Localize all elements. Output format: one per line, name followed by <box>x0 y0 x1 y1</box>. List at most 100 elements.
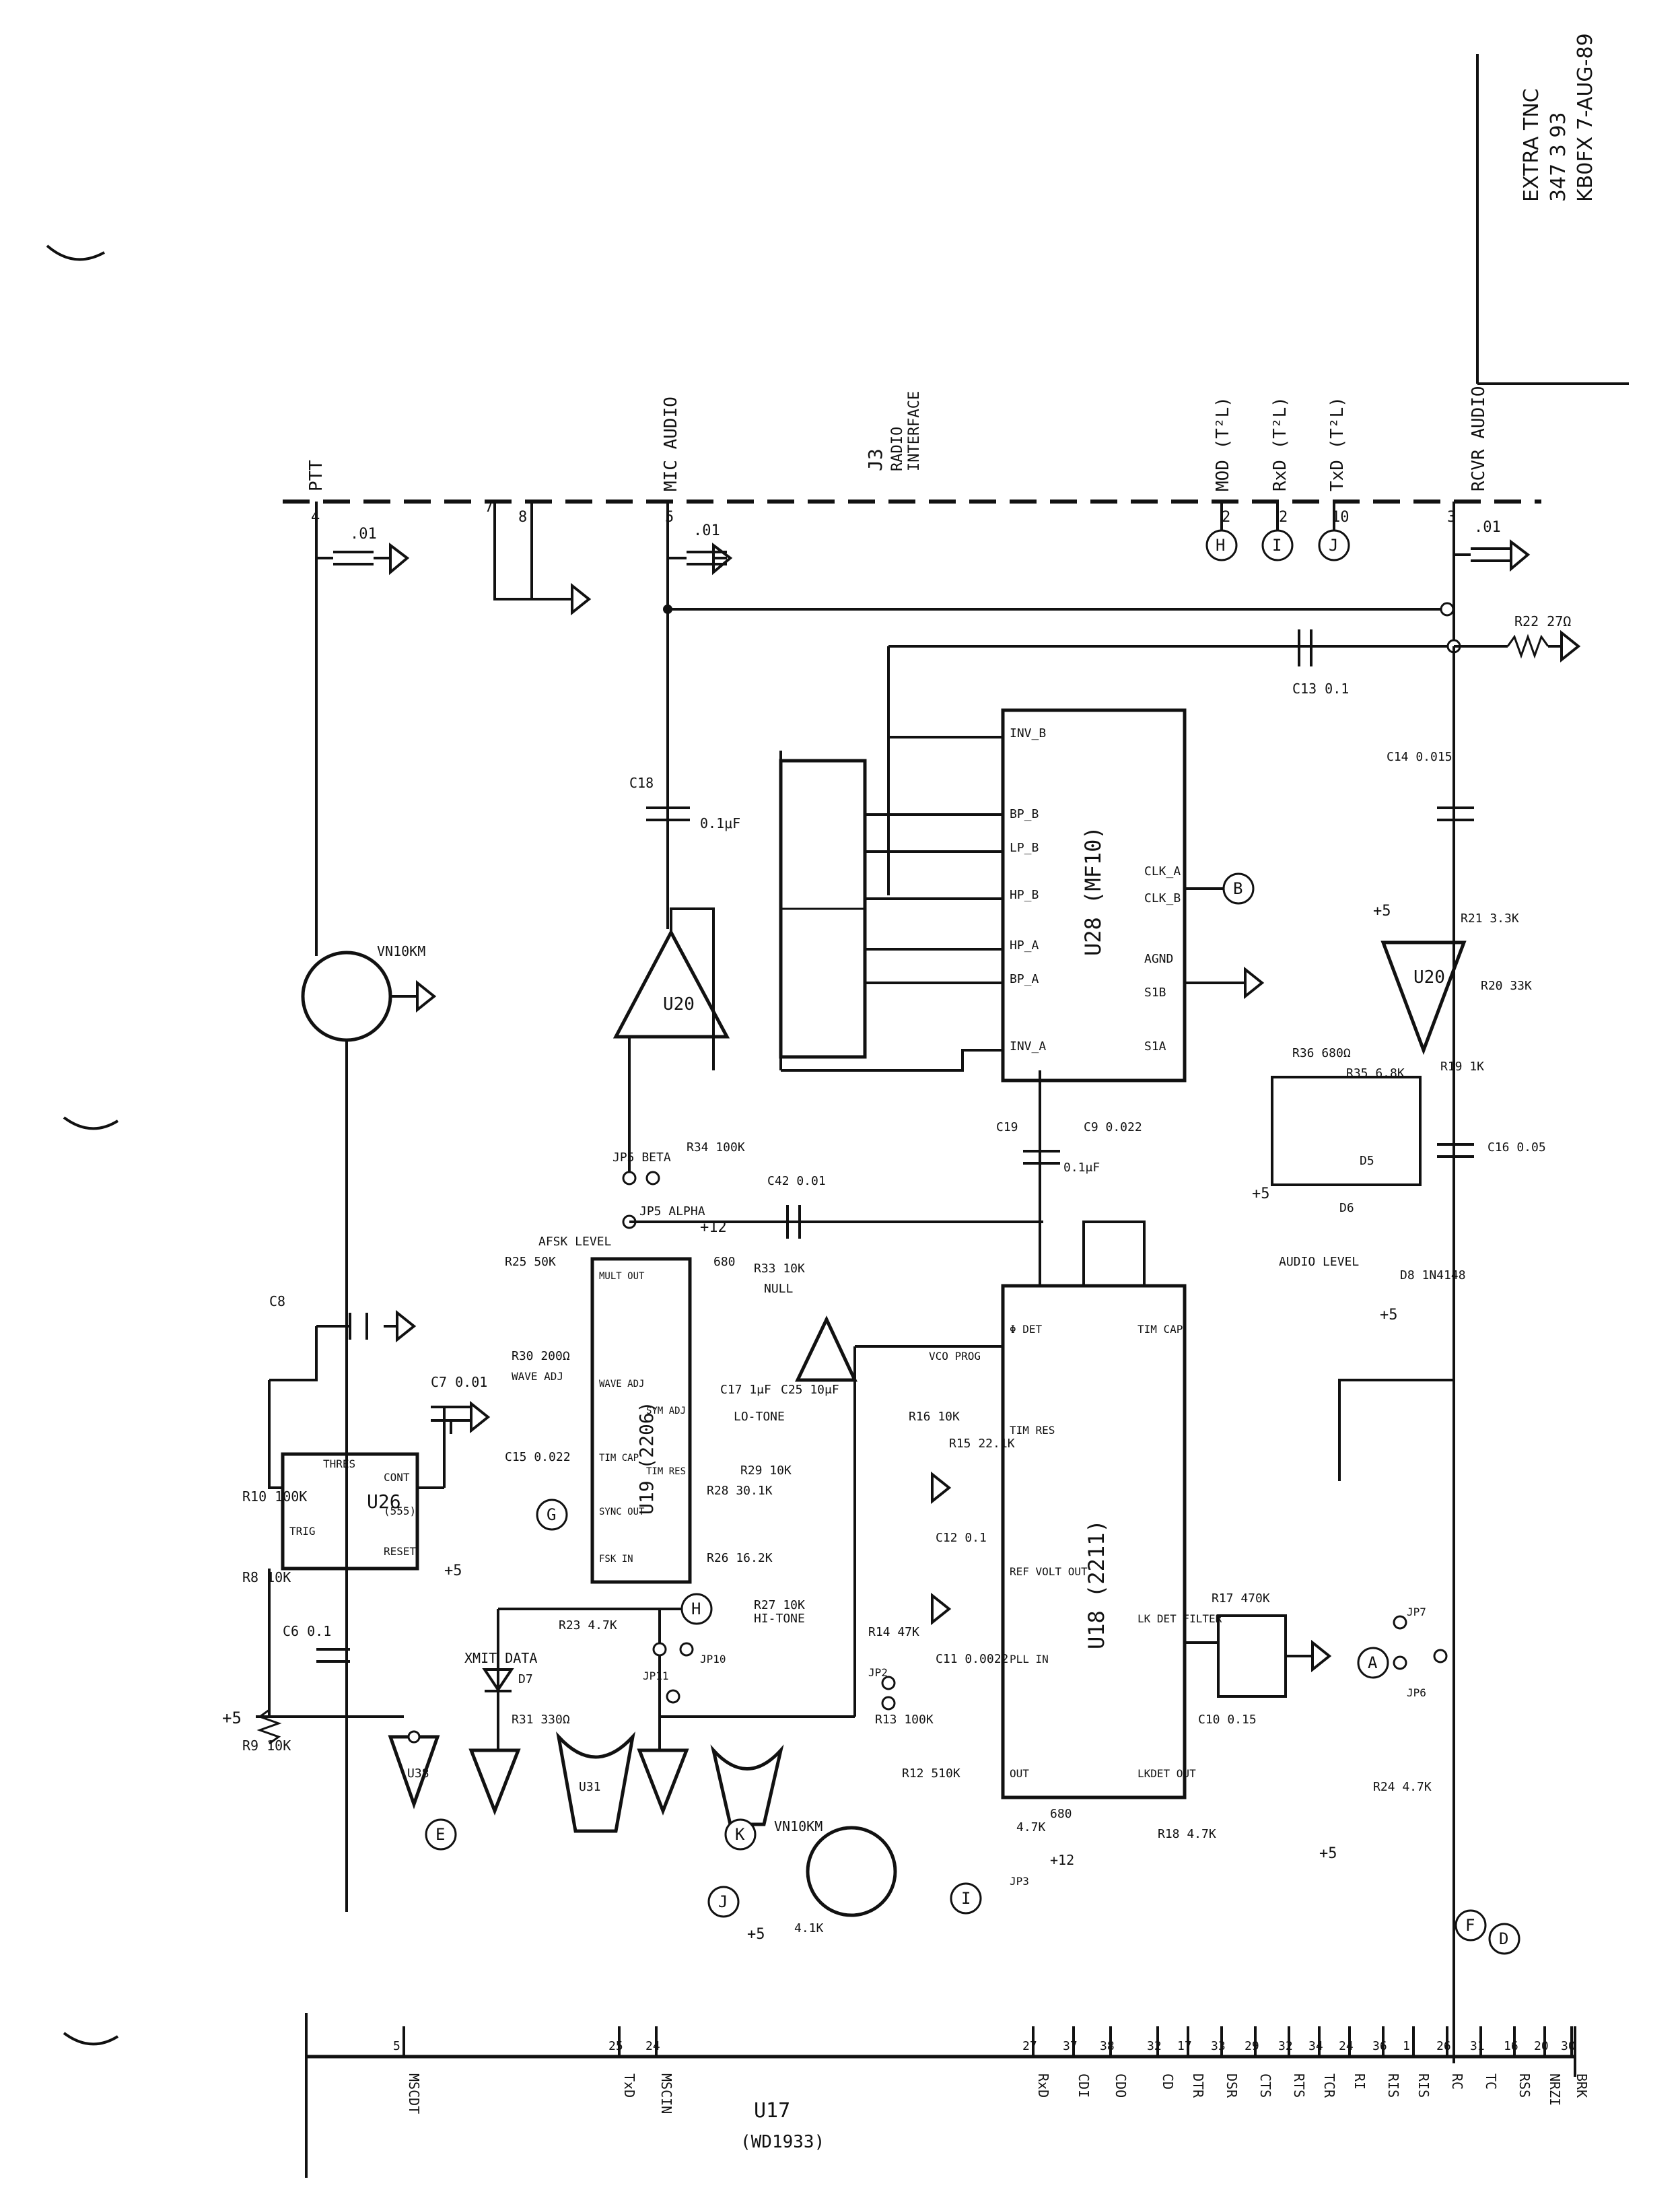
component-label: D6 <box>1339 1201 1354 1215</box>
ground-symbol <box>416 979 437 1013</box>
jumper-pin[interactable] <box>1433 1649 1448 1663</box>
chip-u26-pin: CONT <box>384 1471 410 1484</box>
jumper-label: JP11 <box>643 1670 669 1682</box>
u17-pin-label: RIS <box>1415 2073 1432 2098</box>
chip-u26-name: U26 <box>367 1490 401 1513</box>
component-label: C16 0.05 <box>1488 1140 1546 1155</box>
resistor-r22 <box>1506 633 1549 659</box>
chip-u19-body <box>590 1257 692 1584</box>
component-label: R20 33K <box>1481 979 1532 993</box>
ground-symbol <box>1244 966 1265 1000</box>
j3-mod-label: MOD (T²L) <box>1213 397 1233 491</box>
ground-symbol <box>931 1471 952 1505</box>
jumper-pin[interactable] <box>881 1696 896 1711</box>
chip-u19-pin: TIM RES <box>646 1466 686 1477</box>
u17-pin-number: 33 <box>1211 2039 1226 2053</box>
j3-pin-number: 2 <box>1279 509 1288 526</box>
component-label: C14 0.015 <box>1387 750 1452 764</box>
component-label: R28 30.1K <box>707 1484 773 1498</box>
chip-u28-pin: AGND <box>1144 952 1173 966</box>
chip-u26-body <box>281 1452 419 1571</box>
component-label: R21 3.3K <box>1461 912 1519 926</box>
jumper-pin[interactable] <box>645 1171 660 1185</box>
chip-u18-pin: TIM RES <box>1010 1424 1055 1437</box>
u17-pin-label: RC <box>1449 2073 1465 2090</box>
supply-label: +12 <box>1050 1852 1074 1868</box>
chip-u28-pin: INV_A <box>1010 1039 1046 1054</box>
u17-pin-label: MSCIN <box>658 2073 674 2114</box>
chip-u18-pin: TIM CAP <box>1138 1323 1183 1336</box>
chip-u18-pin: LK DET FILTER <box>1138 1612 1222 1625</box>
chip-u18-pin: LKDET OUT <box>1138 1767 1196 1780</box>
chip-u28-pin: S1B <box>1144 986 1166 1000</box>
offpage-connector-label: I <box>1272 536 1282 555</box>
j3-pin-ptt: PTT <box>306 460 326 491</box>
component-label: R12 510K <box>902 1766 960 1781</box>
jumper-pin[interactable] <box>666 1689 680 1704</box>
j3-pin-number: 7 <box>485 499 493 516</box>
opamp-u20-rx <box>1380 940 1467 1056</box>
u17-label: U17 <box>754 2099 790 2123</box>
opamp-u20-label: U20 <box>1413 967 1445 988</box>
u17-pin-number: 29 <box>1245 2039 1259 2053</box>
annotation-line: EXTRA TNC <box>1520 88 1543 202</box>
jumper-pin[interactable] <box>679 1642 694 1657</box>
offpage-connector-label: B <box>1233 879 1242 898</box>
component-label: R29 10K <box>740 1464 792 1478</box>
chip-u28-pin: CLK_A <box>1144 864 1181 879</box>
u17-pin-label: CTS <box>1257 2073 1273 2098</box>
component-label: R31 330Ω <box>512 1713 570 1727</box>
annotation-line: 347 3 93 <box>1547 112 1570 202</box>
component-label: R33 10K <box>754 1262 805 1276</box>
chip-u18-pin: OUT <box>1010 1767 1029 1780</box>
component-label: C11 0.0022 <box>936 1652 1008 1666</box>
u17-part: (WD1933) <box>740 2132 825 2152</box>
offpage-connector-label: D <box>1499 1929 1508 1948</box>
chip-u28-pin: CLK_B <box>1144 891 1181 905</box>
u17-pin-label: DSR <box>1224 2073 1240 2098</box>
u17-pin-number: 34 <box>1308 2039 1323 2053</box>
jumper-pin[interactable] <box>1393 1655 1407 1670</box>
inverter-u25 <box>637 1748 689 1816</box>
u17-pin-number: 38 <box>1100 2039 1115 2053</box>
annotation-line: KB0FX 7-AUG-89 <box>1574 33 1597 202</box>
component-label: R16 10K <box>909 1410 960 1424</box>
u17-pin-number: 25 <box>608 2039 623 2053</box>
jumper-pin[interactable] <box>622 1171 637 1185</box>
chip-u26-pin: (555) <box>384 1505 416 1517</box>
wire <box>887 646 1003 738</box>
jumper-pin[interactable] <box>1440 602 1455 617</box>
chip-u26-pin: TRIG <box>289 1525 316 1538</box>
jumper-pin[interactable] <box>652 1642 667 1657</box>
chip-u28-body <box>1001 708 1187 1082</box>
supply-label: +5 <box>1319 1845 1337 1862</box>
offpage-connector-label: G <box>547 1505 556 1524</box>
offpage-connector-label: K <box>735 1825 745 1844</box>
u17-pin-number: 1 <box>1403 2039 1410 2053</box>
ground-symbol <box>1311 1639 1332 1673</box>
jumper-pin[interactable] <box>1393 1615 1407 1630</box>
u17-pin-label: DTR <box>1190 2073 1206 2098</box>
chip-u28-name: U28 (MF10) <box>1080 826 1106 956</box>
component-label: R18 4.7K <box>1158 1827 1216 1841</box>
component-label: R23 4.7K <box>559 1618 617 1632</box>
chip-u18-pin: Φ DET <box>1010 1323 1043 1336</box>
offpage-connector-label: J <box>718 1892 728 1911</box>
u17-pin-number: 24 <box>1339 2039 1354 2053</box>
xmit-data-label: XMIT DATA <box>464 1650 537 1666</box>
u17-pin-label: RxD <box>1035 2073 1051 2098</box>
inverter-gate <box>468 1748 521 1816</box>
component-label: R14 47K <box>868 1625 919 1639</box>
jp5-alpha-label: JP5 ALPHA <box>639 1204 705 1218</box>
u17-pin-number: 16 <box>1504 2039 1518 2053</box>
wire <box>268 1309 417 1489</box>
jumper-pin[interactable] <box>881 1676 896 1690</box>
hi-tone-label: HI-TONE <box>754 1612 805 1626</box>
lk-det-filter-rc <box>1217 1614 1287 1698</box>
lo-tone-label: LO-TONE <box>734 1410 785 1424</box>
offpage-connector-f <box>1455 1909 1487 1941</box>
afsk-level-label: AFSK LEVEL <box>538 1235 612 1249</box>
component-label: 680 <box>1050 1807 1072 1821</box>
u17-pin-label: RIS <box>1385 2073 1401 2098</box>
